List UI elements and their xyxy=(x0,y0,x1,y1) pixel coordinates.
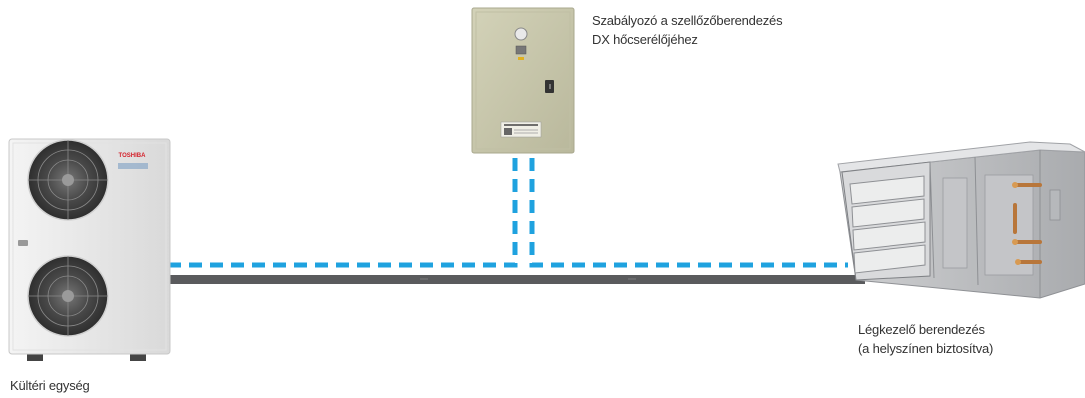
ce-plate-icon xyxy=(500,121,542,138)
outdoor-unit-label: Kültéri egység xyxy=(10,376,90,395)
ahu-label-line1: Légkezelő berendezés xyxy=(858,322,985,337)
svg-text:TOSHIBA: TOSHIBA xyxy=(119,153,147,159)
outdoor-unit: TOSHIBA xyxy=(8,138,171,361)
ahu-label-line2: (a helyszínen biztosítva) xyxy=(858,341,994,356)
signal-line-ahu xyxy=(529,158,848,268)
signal-line-outdoor xyxy=(168,158,518,268)
fan-top-icon xyxy=(27,139,109,221)
outdoor-label-line1: Kültéri egység xyxy=(10,378,90,393)
air-handling-unit xyxy=(837,141,1085,299)
controller-cabinet xyxy=(471,7,575,154)
copper-pipes-icon xyxy=(1013,183,1042,264)
air-handling-unit-label: Légkezelő berendezés (a helyszínen bizto… xyxy=(858,320,993,358)
brand-logo-icon: TOSHIBA xyxy=(118,153,148,169)
louver-damper-icon xyxy=(849,175,926,274)
switch-icon xyxy=(515,45,527,55)
controller-label: Szabályozó a szellőzőberendezés DX hőcse… xyxy=(592,11,783,49)
controller-label-line1: Szabályozó a szellőzőberendezés xyxy=(592,13,783,28)
fan-bottom-icon xyxy=(27,255,109,337)
control-signal-lines xyxy=(168,158,848,268)
indicator-light-icon xyxy=(514,27,528,41)
refrigerant-pipe xyxy=(165,275,865,284)
controller-label-line2: DX hőcserélőjéhez xyxy=(592,32,698,47)
